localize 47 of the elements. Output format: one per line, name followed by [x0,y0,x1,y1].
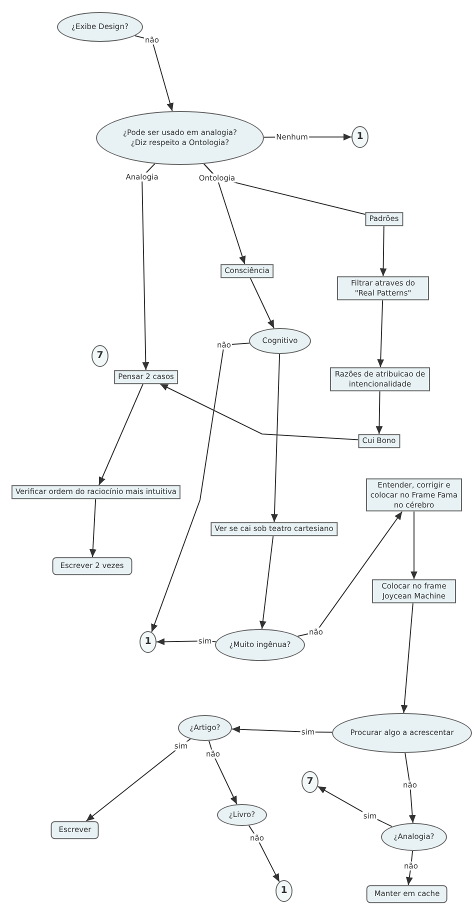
ellipse-node [178,715,232,741]
arrow [208,740,238,805]
arrow [248,825,280,882]
arrow [231,726,333,733]
node-text: 1 [144,636,152,648]
arrow [410,511,418,580]
node-text: 1 [356,130,364,144]
concept-box [372,579,456,603]
arrow [380,225,387,277]
node-text: 1 [280,884,288,898]
concept-box [337,276,429,300]
reference-circle [140,631,156,653]
arrow [400,602,414,714]
concept-box [220,264,274,278]
arrow [160,383,359,440]
ellipse-node [215,629,305,661]
rounded-box [52,557,132,575]
arrow [259,535,274,630]
arrow [86,738,191,822]
arrow [297,511,403,637]
reference-circle [302,771,318,793]
arrow [377,299,384,368]
arrow [89,498,96,558]
arrow [156,638,216,646]
concept-box [210,522,338,536]
reference-circle [92,345,108,367]
arrow [134,35,174,112]
concept-box [358,434,400,448]
node-text: 7 [306,776,314,788]
arrow [142,163,156,371]
ellipse-node [217,804,267,826]
arrow [98,383,144,486]
reference-circle [352,126,368,148]
arrow [151,342,250,633]
arrow [250,277,274,329]
arrow [376,390,383,435]
concept-box [11,485,181,499]
concept-box [365,212,403,226]
node-text: 7 [96,350,104,362]
arrow [270,354,280,523]
rounded-box [50,821,100,839]
reference-circle [276,880,292,902]
rounded-box [366,885,448,903]
arrow [404,752,416,824]
arrow [317,786,393,828]
concept-box [114,370,178,384]
concept-box [330,367,430,391]
